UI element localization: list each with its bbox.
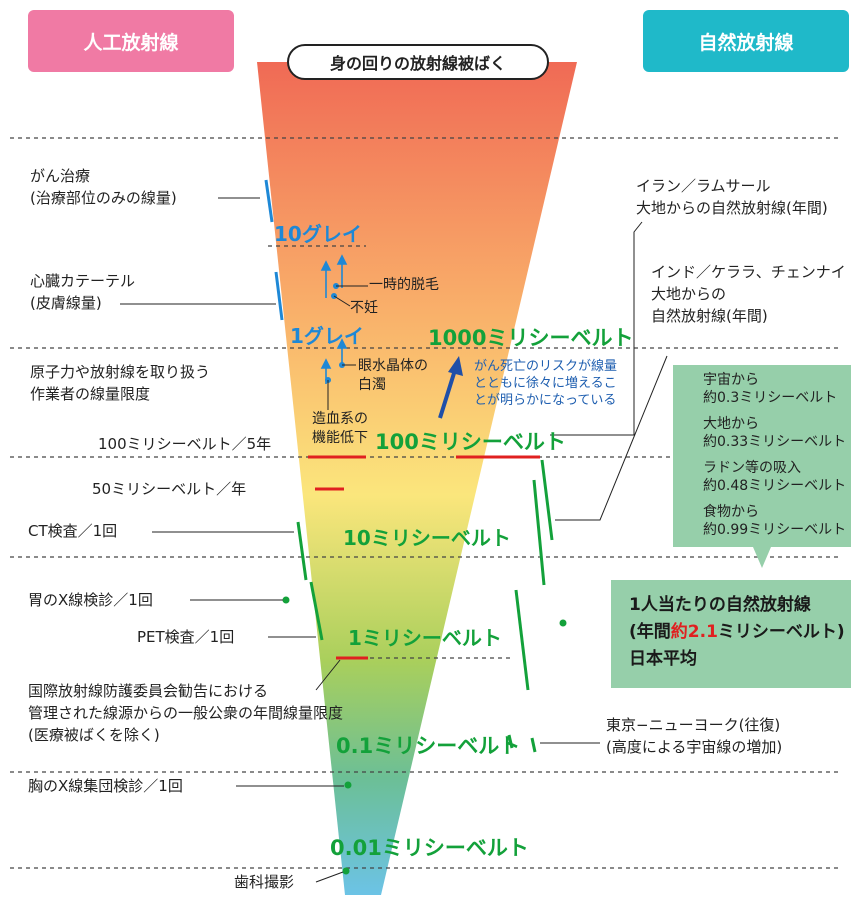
label-chest-xray: 胸のX線集団検診／1回 [28,777,183,795]
effect-lens: 眼水晶体の [358,358,428,374]
level-1000msv: 1000ミリシーベルト [428,326,634,350]
label-india: インド／ケララ、チェンナイ [651,263,846,281]
label-cardiac-catheter: 心臓カテーテル [30,272,136,290]
nat-cosmic: 宇宙から [703,372,759,388]
label-iran-2: 大地からの自然放射線(年間) [636,199,828,217]
cancer-risk-note-1: がん死亡のリスクが線量 [474,359,618,374]
effect-lens-2: 白濁 [358,377,386,393]
nat-cosmic-value: 約0.3ミリシーベルト [703,390,838,406]
label-dental: 歯科撮影 [234,873,295,891]
label-icrp-2: 管理された線源からの一般公衆の年間線量限度 [28,704,344,722]
nat-radon: ラドン等の吸入 [703,460,801,476]
label-cancer-treatment: がん治療 [30,167,91,185]
label-icrp-3: (医療被ばくを除く) [28,726,160,744]
level-1msv: 1ミリシーベルト [348,626,502,650]
avg-value: 約2.1 [670,622,718,642]
label-cancer-treatment-note: (治療部位のみの線量) [30,189,177,207]
japan-average-box: 1人当たりの自然放射線 (年間約2.1ミリシーベルト) 日本平均 [611,580,851,688]
effect-blood: 造血系の [312,411,368,427]
label-india-3: 自然放射線(年間) [651,307,768,325]
avg-line-3: 日本平均 [629,649,697,669]
label-ct-scan: CT検査／1回 [28,522,118,540]
natural-radiation-tag: 自然放射線 [643,10,849,72]
label-100msv-5y: 100ミリシーベルト／5年 [98,435,272,453]
nat-food-value: 約0.99ミリシーベルト [703,522,847,538]
level-0-01msv: 0.01ミリシーベルト [330,836,529,860]
level-10msv: 10ミリシーベルト [343,526,511,550]
label-icrp-1: 国際放射線防護委員会勧告における [28,682,269,700]
level-0-1msv: 0.1ミリシーベルト [336,734,521,758]
cancer-risk-note-3: とが明らかになっている [474,393,617,408]
nat-ground-value: 約0.33ミリシーベルト [703,434,847,450]
label-pet-scan: PET検査／1回 [137,628,235,646]
cancer-risk-note-2: とともに徐々に増えるこ [474,376,617,391]
label-stomach-xray: 胃のX線検診／1回 [28,591,153,609]
nat-food: 食物から [703,504,759,520]
label-cardiac-catheter-note: (皮膚線量) [30,294,102,312]
effect-hair-loss: 一時的脱毛 [369,277,439,293]
level-10gy: 10グレイ [274,222,362,246]
level-1gy: 1グレイ [290,324,364,348]
natural-breakdown-box: 宇宙から 約0.3ミリシーベルト 大地から 約0.33ミリシーベルト ラドン等の… [673,365,851,547]
label-worker-limit: 原子力や放射線を取り扱う [30,363,211,381]
level-100msv: 100ミリシーベルト [375,430,566,454]
label-flight: 東京−ニューヨーク(往復) [606,716,781,734]
nat-ground: 大地から [703,416,759,432]
label-50msv-y: 50ミリシーベルト／年 [92,480,247,498]
avg-line-2: (年間約2.1ミリシーベルト) [629,622,845,642]
center-title: 身の回りの放射線被ばく [287,44,549,80]
effect-infertility: 不妊 [350,300,378,316]
label-worker-limit-2: 作業者の線量限度 [30,385,151,403]
label-iran: イラン／ラムサール [636,177,771,195]
dose-funnel [257,62,577,895]
label-flight-2: (高度による宇宙線の増加) [606,738,783,756]
label-india-2: 大地からの [651,285,727,303]
nat-radon-value: 約0.48ミリシーベルト [703,478,847,494]
avg-line-1: 1人当たりの自然放射線 [629,595,811,615]
artificial-radiation-tag: 人工放射線 [28,10,234,72]
effect-blood-2: 機能低下 [312,430,368,446]
